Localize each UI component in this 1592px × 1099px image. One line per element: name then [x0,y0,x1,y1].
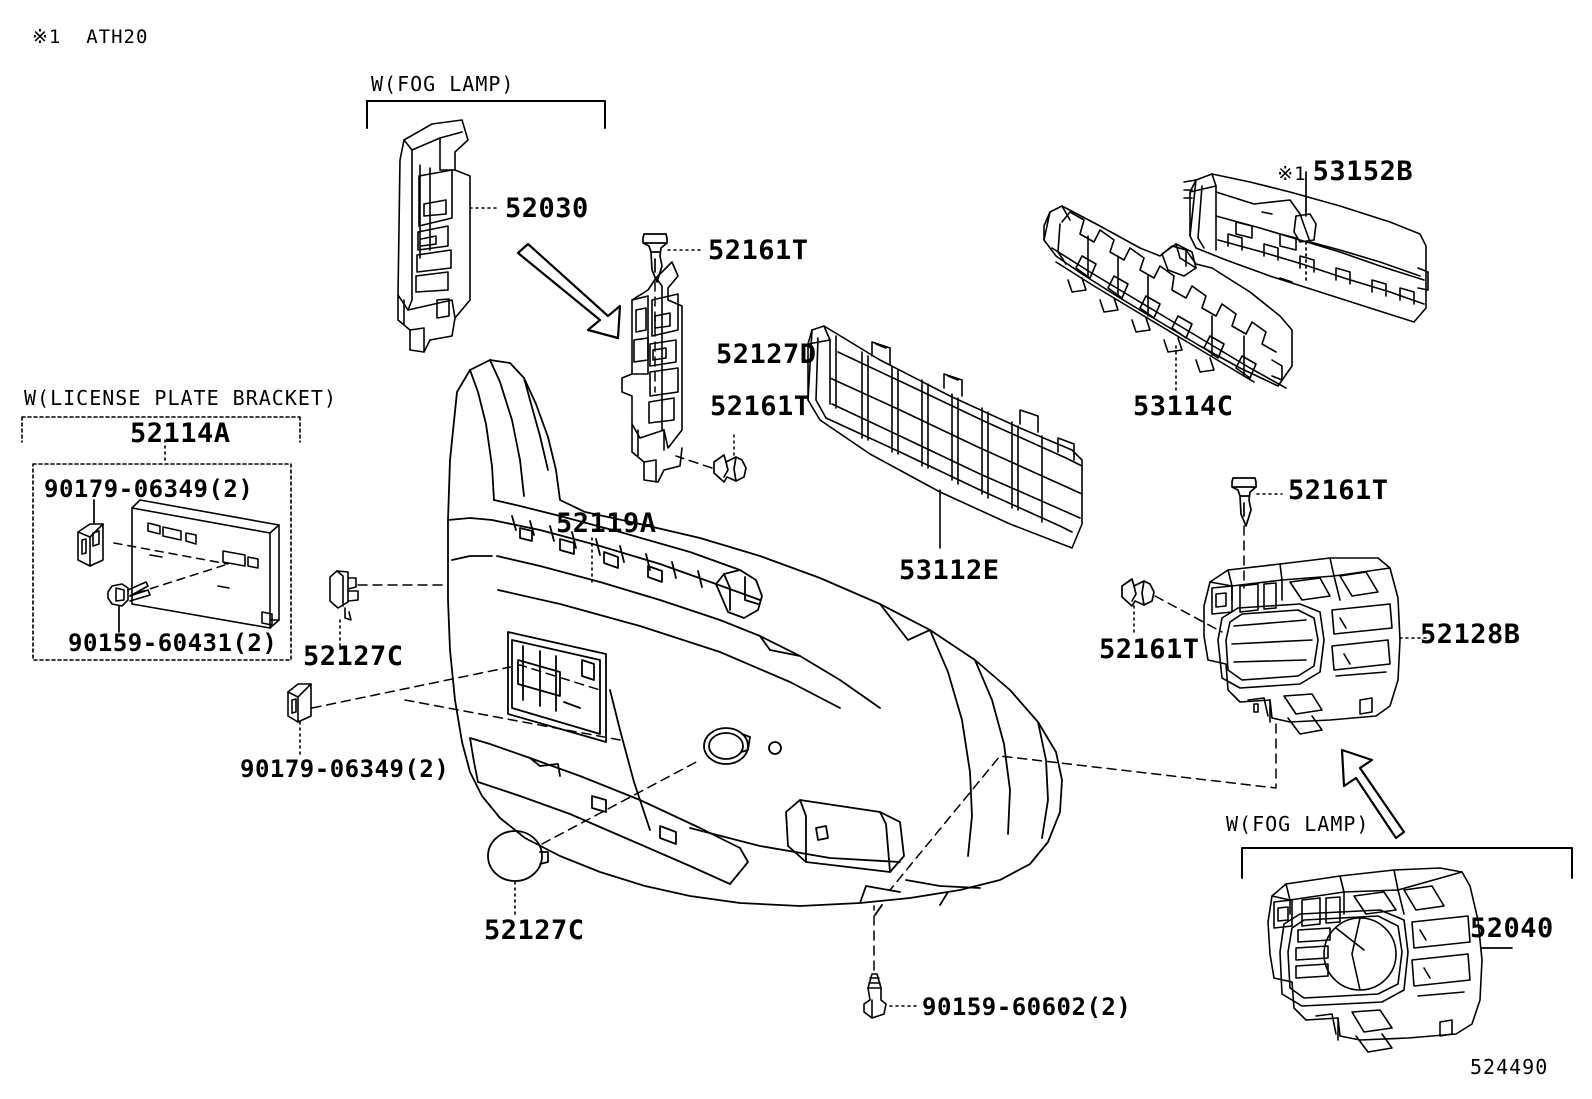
part-label-52161T-c[interactable]: 52161T [1288,475,1389,506]
group-label-license-plate-bracket: W(LICENSE PLATE BRACKET) [24,386,337,410]
part-label-90159-60431[interactable]: 90159-60431(2) [68,629,278,657]
part-shape-nut-90179-b [287,683,312,723]
part-label-53152B: 53152B [1312,156,1414,187]
part-label-52119A[interactable]: 52119A [556,508,657,539]
part-label-90179-06349-a[interactable]: 90179-06349(2) [44,475,254,503]
part-label-52127C-cap[interactable]: 52127C [484,915,585,946]
group-bracket-license-plate [21,416,301,661]
part-shape-52119A [447,359,1063,916]
part-shape-53114C [1043,205,1293,389]
part-shape-52127C-cap [487,830,549,882]
part-shape-53152B [1183,173,1429,323]
dashline-license-parts [113,542,229,594]
part-label-90159-60602[interactable]: 90159-60602(2) [922,993,1132,1021]
footnote-ath20: ※1 ATH20 [32,26,149,48]
group-label-fog-lamp-bottom: W(FOG LAMP) [1226,812,1370,836]
dashline-52128B-to-cover [889,723,1277,891]
part-shape-clip-52161T-d [1121,578,1155,607]
dashline-nut-90179-b-to-cover [311,664,621,741]
part-label-52128B[interactable]: 52128B [1420,619,1521,650]
group-bracket-fog-lamp-top [366,100,606,129]
part-label-52161T-a[interactable]: 52161T [708,235,809,266]
part-shape-clip-52161T-b [713,454,747,483]
part-shape-nut-90179-a [77,523,104,567]
part-shape-52128B [1203,557,1401,735]
group-bracket-fog-lamp-bottom [1241,847,1573,879]
figure-number: 524490 [1470,1055,1549,1079]
part-shape-52030 [397,119,471,353]
part-label-52127D[interactable]: 52127D [716,339,817,370]
group-label-fog-lamp-top: W(FOG LAMP) [371,72,515,96]
part-shape-screw-90159-60602 [863,973,887,1019]
part-shape-53112E [807,325,1083,549]
part-shape-clip-52161T-a [642,233,668,283]
part-shape-clip-52161T-c [1231,477,1257,527]
assembly-arrow-up-left [1340,748,1406,840]
assembly-arrow-down-right [516,242,622,340]
part-shape-52127C-clip [329,570,359,621]
dashline-clip-b-to-52127D [675,455,713,469]
part-label-52127C-clip[interactable]: 52127C [303,641,404,672]
part-label-52161T-d[interactable]: 52161T [1099,634,1200,665]
part-shape-bolt-90159-60431 [107,581,151,607]
part-label-90179-06349-b[interactable]: 90179-06349(2) [240,755,450,783]
dashline-52127C-cap-to-cover [541,759,701,845]
part-shape-52114A [131,499,280,629]
dashline-clip-d-to-52128B [1154,595,1223,633]
part-shape-52127D [621,261,683,483]
part-shape-52040 [1267,867,1483,1053]
part-label-53112E[interactable]: 53112E [899,555,1000,586]
part-label-52040[interactable]: 52040 [1470,913,1554,944]
part-label-52114A[interactable]: 52114A [130,418,231,449]
part-label-52030[interactable]: 52030 [505,193,589,224]
reference-mark-1: ※1 [1277,163,1307,185]
part-label-53114C[interactable]: 53114C [1133,391,1234,422]
part-label-52161T-b[interactable]: 52161T [710,391,811,422]
